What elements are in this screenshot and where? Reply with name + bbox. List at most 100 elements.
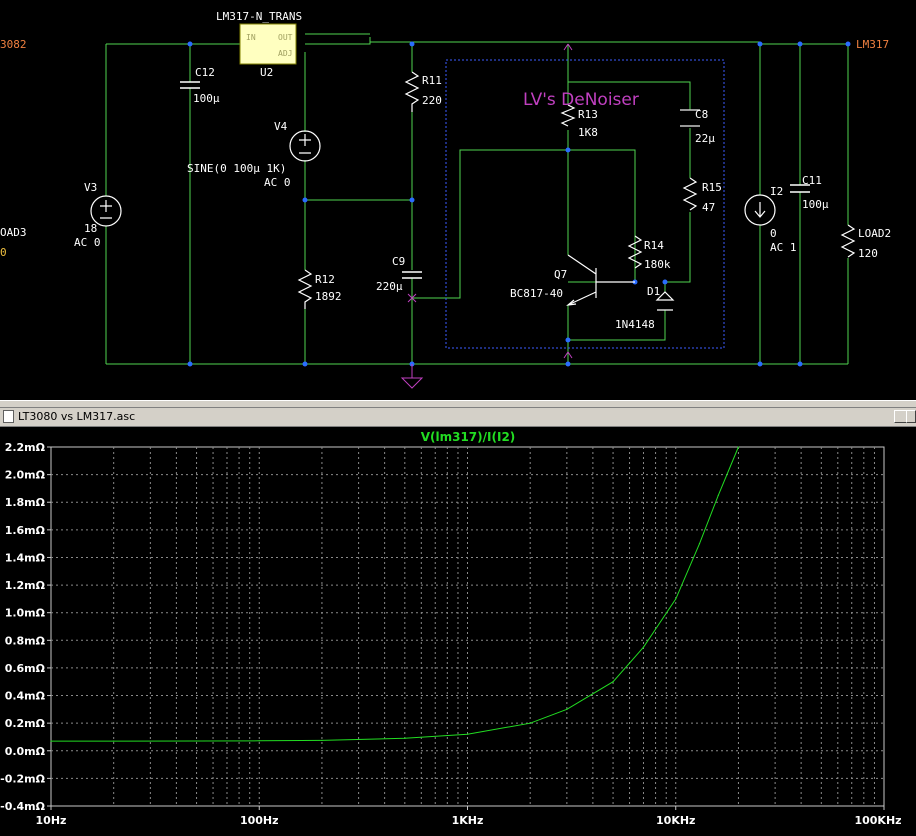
r12-symbol — [297, 269, 313, 309]
c12-ref: C12 — [195, 66, 215, 79]
svg-text:OUT: OUT — [278, 33, 293, 42]
pane-splitter[interactable] — [0, 400, 916, 408]
r12-ref: R12 — [315, 273, 335, 286]
y-tick-label: 0.6mΩ — [5, 662, 46, 675]
v4-source-icon — [289, 130, 321, 162]
r14-ref: R14 — [644, 239, 664, 252]
regulator-block[interactable] — [239, 23, 297, 65]
i2-ref: I2 — [770, 185, 783, 198]
regulator-type-label: LM317-N_TRANS — [216, 10, 302, 23]
y-tick-label: 0.8mΩ — [5, 634, 46, 647]
y-tick-label: 0.2mΩ — [5, 717, 46, 730]
i2-line1: 0 — [770, 227, 777, 240]
y-tick-label: 0.4mΩ — [5, 690, 46, 703]
plot-window-title: LT3080 vs LM317.asc — [18, 410, 136, 423]
trace-point — [675, 598, 677, 600]
trace-point — [321, 739, 323, 742]
v3-line1: 18 — [84, 222, 97, 235]
c8-value: 22µ — [695, 132, 715, 145]
c11-value: 100µ — [802, 198, 829, 211]
c12-value: 100µ — [193, 92, 220, 105]
trace-point — [698, 543, 701, 545]
q7-ref: Q7 — [554, 268, 567, 281]
trace-point — [566, 708, 568, 710]
q7-value: BC817-40 — [510, 287, 563, 300]
r15-value: 47 — [702, 201, 715, 214]
v3-ref: V3 — [84, 181, 97, 194]
c8-ref: C8 — [695, 108, 708, 121]
load2-value: 120 — [858, 247, 878, 260]
r13-symbol — [560, 104, 576, 127]
r14-symbol — [627, 235, 643, 269]
q7-transistor-icon[interactable] — [566, 254, 635, 306]
d1-ref: D1 — [647, 285, 660, 298]
trace-point — [612, 681, 614, 683]
r13-value: 1K8 — [578, 126, 598, 139]
load3-value: 0 — [0, 246, 7, 259]
load3-ref: OAD3 — [0, 226, 27, 239]
denoiser-title: LV's DeNoiser — [523, 90, 639, 110]
net-label-left: 3082 — [0, 38, 27, 51]
trace-point — [50, 740, 52, 742]
x-tick-label: 100KHz — [854, 814, 901, 827]
y-tick-label: -0.4mΩ — [0, 800, 46, 813]
v3-source-icon — [90, 195, 122, 227]
c9-value: 220µ — [376, 280, 403, 293]
y-tick-label: 2.0mΩ — [5, 469, 46, 482]
document-icon — [3, 410, 14, 423]
trace-point — [404, 737, 406, 739]
svg-text:ADJ: ADJ — [278, 49, 292, 58]
x-tick-label: 10KHz — [656, 814, 695, 827]
load2-symbol — [840, 224, 856, 258]
trace-point — [113, 740, 115, 742]
trace-point — [642, 646, 645, 648]
y-tick-label: 1.6mΩ — [5, 524, 46, 537]
y-tick-label: 0.0mΩ — [5, 745, 46, 758]
i2-line2: AC 1 — [770, 241, 797, 254]
r11-symbol — [404, 71, 420, 112]
trace-point — [195, 740, 198, 742]
y-tick-label: 1.8mΩ — [5, 496, 46, 509]
trace-point — [737, 446, 740, 448]
r14-value: 180k — [644, 258, 671, 271]
c9-ref: C9 — [392, 255, 405, 268]
restore-button[interactable] — [906, 410, 916, 423]
trace-point — [258, 740, 260, 742]
v4-ref: V4 — [274, 120, 288, 133]
r13-ref: R13 — [578, 108, 598, 121]
r11-value: 220 — [422, 94, 442, 107]
denoiser-box[interactable] — [445, 59, 725, 349]
trace-point — [529, 722, 531, 724]
plot-window-titlebar[interactable]: LT3080 vs LM317.asc — [0, 408, 916, 427]
y-tick-label: 2.2mΩ — [5, 441, 46, 454]
r15-ref: R15 — [702, 181, 722, 194]
regulator-ref-label: U2 — [260, 66, 273, 79]
trace-line[interactable] — [51, 446, 739, 742]
trace-point — [466, 733, 469, 735]
x-tick-label: 100Hz — [240, 814, 279, 827]
d1-diode-icon[interactable] — [655, 291, 675, 311]
waveform-viewer[interactable]: V(lm317)/I(I2) 2.2mΩ 2.0mΩ 1.8mΩ 1.6mΩ 1.4mΩ… — [0, 427, 916, 836]
x-tick-label: 10Hz — [36, 814, 67, 827]
trace-title[interactable]: V(lm317)/I(I2) — [421, 430, 516, 444]
trace-point — [717, 494, 719, 496]
schematic-editor[interactable]: IN OUT ADJ 3082 LM317 LM317-N_TRANS U2 — [0, 0, 916, 400]
load2-ref: LOAD2 — [858, 227, 891, 240]
c11-ref: C11 — [802, 174, 822, 187]
i2-source-icon — [744, 194, 776, 226]
y-tick-label: -0.2mΩ — [0, 772, 46, 785]
d1-value: 1N4148 — [615, 318, 655, 331]
y-tick-label: 1.0mΩ — [5, 607, 46, 620]
r15-symbol — [682, 177, 698, 211]
v4-line1: SINE(0 100µ 1K) — [187, 162, 286, 175]
y-tick-label: 1.2mΩ — [5, 579, 46, 592]
net-label-right: LM317 — [856, 38, 889, 51]
v3-line2: AC 0 — [74, 236, 101, 249]
svg-text:IN: IN — [246, 33, 256, 42]
x-tick-label: 1KHz — [452, 814, 484, 827]
r11-ref: R11 — [422, 74, 442, 87]
ground-icon — [400, 364, 424, 389]
y-tick-label: 1.4mΩ — [5, 551, 46, 564]
r12-value: 1892 — [315, 290, 342, 303]
v4-line2: AC 0 — [264, 176, 291, 189]
